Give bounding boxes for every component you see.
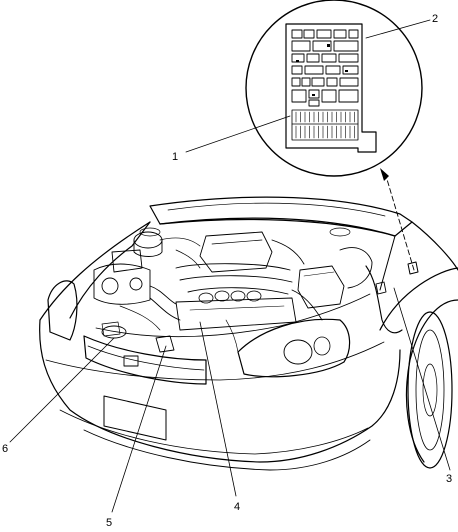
engine-bay-components (93, 227, 403, 353)
callout-6: 6 (2, 443, 8, 455)
callout-3: 3 (446, 473, 452, 485)
car-body (39, 196, 458, 471)
callout-labels: 1 2 3 4 5 6 (2, 13, 452, 529)
callout-1: 1 (172, 151, 178, 163)
callout-5: 5 (106, 517, 112, 529)
inset-pointer-arrow (380, 168, 419, 275)
fuse-box-inset (245, 0, 423, 177)
leader-lines (9, 19, 451, 513)
callout-4: 4 (234, 501, 240, 513)
callout-2: 2 (432, 13, 438, 25)
